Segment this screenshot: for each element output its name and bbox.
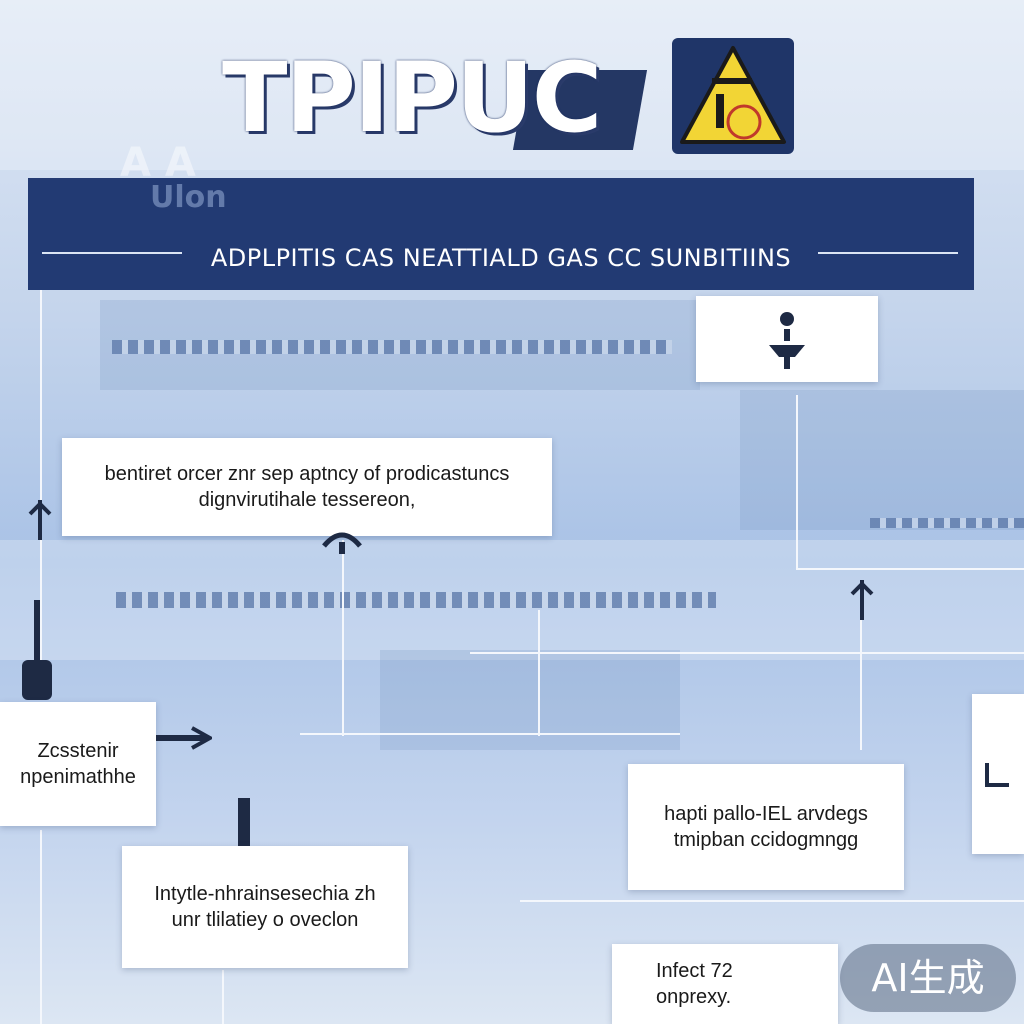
hand-pointer-icon — [156, 726, 212, 750]
header-title: ADPLPITIS CAS NEATTIALD GAS CC SUNBITIIN… — [210, 244, 792, 272]
connector-line — [40, 258, 42, 698]
node-text: tmipban ccidogmngg — [673, 829, 859, 851]
diagram-node-top-right — [696, 296, 878, 382]
connector-line — [470, 652, 1024, 654]
node-text: npenimathhe — [20, 766, 136, 788]
connector-line — [342, 540, 344, 736]
arrow-marker-icon — [28, 500, 52, 540]
bracket-icon — [985, 763, 1009, 787]
connector-line — [796, 568, 1024, 570]
diagram-node-lower-left: Intytle-nhrainsesechia zh unr tlilatiey … — [122, 846, 408, 968]
background-stripe — [870, 518, 1024, 528]
diagram-node-bottom-right: Infect 72 onprexy. — [612, 944, 838, 1024]
node-text: dignvirutihale tessereon, — [198, 489, 416, 511]
anvil-icon — [769, 312, 805, 369]
background-stripe — [112, 340, 672, 354]
node-text: hapti pallo-IEL arvdegs — [664, 803, 868, 825]
connector-line — [796, 395, 798, 570]
header-subtitle: Ulon — [150, 180, 227, 215]
arrow-marker-icon — [850, 580, 874, 620]
node-text: Infect 72 — [656, 960, 733, 982]
connector-line — [538, 610, 540, 736]
background-panel — [380, 650, 680, 750]
plug-icon — [22, 600, 52, 700]
connector-line — [300, 733, 680, 735]
node-text: Intytle-nhrainsesechia zh — [154, 883, 376, 905]
diagram-node-mid-right: hapti pallo-IEL arvdegs tmipban ccidogmn… — [628, 764, 904, 890]
warning-triangle-icon — [680, 46, 786, 144]
diagram-node-edge-right — [972, 694, 1024, 854]
connector-line — [40, 830, 42, 1024]
node-text: onprexy. — [656, 986, 732, 1008]
diagram-node-upper-left: bentiret orcer znr sep aptncy of prodica… — [62, 438, 552, 536]
node-text: bentiret orcer znr sep aptncy of prodica… — [104, 463, 510, 485]
connector-line — [860, 580, 862, 750]
header-rule — [818, 252, 958, 254]
connector-line — [520, 900, 1024, 902]
header-banner: ADPLPITIS CAS NEATTIALD GAS CC SUNBITIIN… — [28, 178, 974, 290]
background-panel — [0, 0, 1024, 170]
background-panel — [740, 390, 1024, 530]
warning-tile — [672, 38, 794, 154]
diagram-node-mid-left: Zcsstenir npenimathhe — [0, 702, 156, 826]
connector-cap-icon — [322, 532, 362, 554]
node-text: unr tlilatiey o oveclon — [171, 909, 359, 931]
logo-wordmark: TPIPUC — [222, 42, 602, 154]
node-text: Zcsstenir — [37, 740, 119, 762]
header-rule — [42, 252, 182, 254]
ai-generated-badge: AI生成 — [840, 944, 1016, 1012]
background-stripe — [116, 592, 716, 608]
connector-line — [222, 970, 224, 1024]
